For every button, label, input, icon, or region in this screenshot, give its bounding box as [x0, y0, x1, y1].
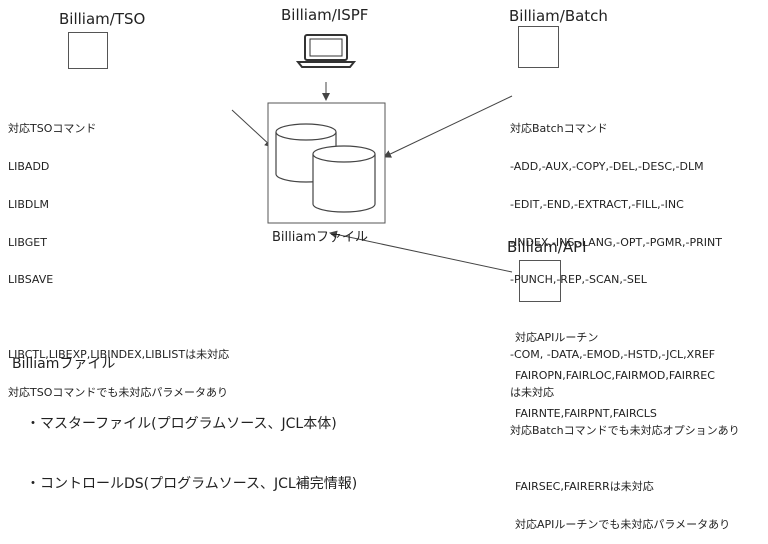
file-legend: Billiamファイル ・マスターファイル(プログラムソース、JCL本体) ・コ… [12, 314, 357, 514]
batch-command-line: -ADD,-AUX,-COPY,-DEL,-DESC,-DLM [510, 159, 704, 173]
api-title: Billiam/API [507, 238, 587, 256]
api-note-heading: 対応APIルーチン [515, 331, 599, 345]
tso-command: LIBDLM [8, 197, 50, 211]
tso-command: LIBADD [8, 159, 50, 173]
api-routine-line: FAIROPN,FAIRLOC,FAIRMOD,FAIRREC [515, 368, 715, 382]
tso-box [68, 32, 108, 69]
batch-command-line: -EDIT,-END,-EXTRACT,-FILL,-INC [510, 197, 684, 211]
api-note: 対応APIルーチン FAIROPN,FAIRLOC,FAIRMOD,FAIRRE… [515, 307, 730, 544]
api-param-note: 対応APIルーチンでも未対応パラメータあり [515, 517, 731, 531]
api-routine-line: FAIRNTE,FAIRPNT,FAIRCLS [515, 406, 657, 420]
database-cylinder-icon [312, 145, 376, 213]
batch-unsupported: -COM, -DATA,-EMOD,-HSTD,-JCL,XREF [510, 348, 716, 362]
tso-command: LIBGET [8, 235, 47, 249]
api-box [519, 260, 561, 302]
billiam-file-label: Billiamファイル [272, 230, 368, 245]
laptop-icon [295, 34, 357, 68]
batch-box [518, 26, 559, 68]
ispf-title: Billiam/ISPF [281, 6, 369, 24]
diagram-canvas [231, 34, 513, 273]
tso-title: Billiam/TSO [59, 10, 146, 28]
tso-unsupported: LIBCTL,LIBEXP,LIBINDEX,LIBLISTは未対応 [8, 348, 230, 362]
batch-note-heading: 対応Batchコマンド [510, 122, 608, 136]
tso-param-note: 対応TSOコマンドでも未対応パラメータあり [8, 386, 229, 400]
legend-item: ・マスターファイル(プログラムソース、JCL本体) [26, 416, 337, 432]
tso-note-heading: 対応TSOコマンド [8, 122, 97, 136]
legend-title: Billiamファイル [12, 356, 116, 372]
batch-title: Billiam/Batch [509, 7, 608, 25]
arrow-api-to-file [329, 230, 513, 273]
api-unsupported: FAIRSEC,FAIRERRは未対応 [515, 479, 654, 493]
batch-unsupported-suffix: は未対応 [510, 386, 554, 400]
batch-command-line: -PUNCH,-REP,-SCAN,-SEL [510, 273, 647, 287]
batch-command-line: -INDEX,-INS,-LANG,-OPT,-PGMR,-PRINT [510, 235, 722, 249]
legend-item: ・コントロールDS(プログラムソース、JCL補完情報) [26, 476, 358, 492]
arrow-tso-to-file [231, 109, 273, 148]
tso-note: 対応TSOコマンド LIBADD LIBDLM LIBGET LIBSAVE L… [8, 98, 229, 412]
tso-command: LIBSAVE [8, 273, 54, 287]
arrow-batch-to-file [383, 95, 513, 158]
